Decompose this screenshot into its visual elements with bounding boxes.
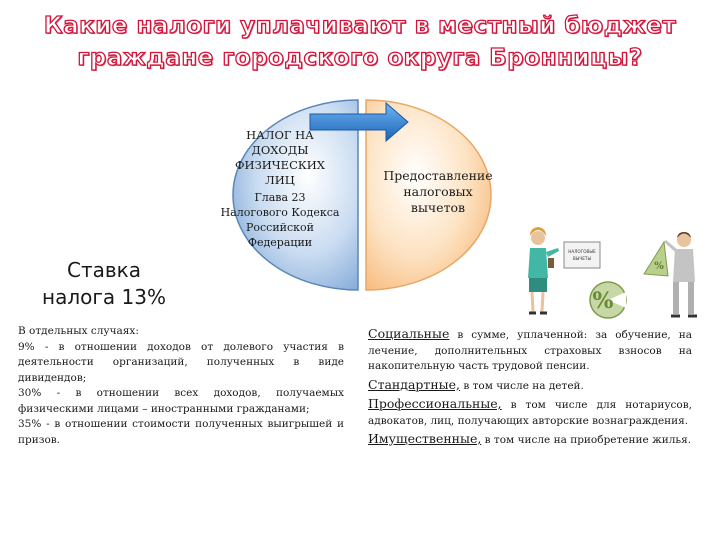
deductions-list: Социальные в сумме, уплаченной: за обуче…	[368, 326, 692, 451]
svg-text:%: %	[654, 261, 664, 272]
special-cases-text: В отдельных случаях: 9% - в отношении до…	[18, 324, 344, 448]
special-case-item: 9% - в отношении доходов от долевого уча…	[18, 340, 344, 384]
tax-name-box: НАЛОГ НА ДОХОДЫ ФИЗИЧЕСКИХ ЛИЦ Глава 23 …	[200, 128, 360, 250]
tax-chapter: Глава 23 Налогового Кодекса Российской Ф…	[220, 191, 340, 249]
deduction-box: Предоставление налоговых вычетов	[383, 168, 493, 215]
special-case-intro: В отдельных случаях:	[18, 325, 139, 337]
title-line-1: Какие налоги уплачивают в местный бюджет	[43, 12, 677, 39]
left-half-shape	[232, 99, 359, 291]
deduction-item-social: Социальные в сумме, уплаченной: за обуче…	[368, 326, 692, 372]
svg-text:%: %	[593, 288, 614, 314]
sign-icon: НАЛОГОВЫЕ ВЫЧЕТЫ	[563, 241, 601, 269]
page-title: Какие налоги уплачивают в местный бюджет…	[20, 10, 700, 74]
tax-name: НАЛОГ НА ДОХОДЫ ФИЗИЧЕСКИХ ЛИЦ	[235, 128, 325, 187]
title-line-2: граждане городского округа Бронницы?	[77, 44, 643, 71]
deduction-item-standard: Стандартные, в том числе на детей.	[368, 376, 584, 392]
special-case-item: 35% - в отношении стоимости полученных в…	[18, 418, 344, 446]
tax-rate: Ставка налога 13%	[42, 258, 166, 309]
man-figure	[664, 232, 697, 318]
svg-text:НАЛОГОВЫЕ: НАЛОГОВЫЕ	[568, 249, 596, 254]
special-case-item: 30% - в отношении всех доходов, получаем…	[18, 387, 344, 415]
percent-coin-icon: %	[589, 281, 627, 319]
svg-text:ВЫЧЕТЫ: ВЫЧЕТЫ	[573, 256, 592, 261]
deduction-item-property: Имущественные, в том числе на приобретен…	[368, 431, 692, 446]
arrow-icon	[309, 101, 409, 143]
deduction-item-professional: Профессиональные, в том числе для нотари…	[368, 396, 692, 427]
percent-triangle-icon: %	[643, 240, 669, 277]
people-taxes-illustration-icon: НАЛОГОВЫЕ ВЫЧЕТЫ % %	[528, 227, 697, 319]
woman-figure	[528, 227, 559, 315]
right-half-shape	[365, 99, 492, 291]
